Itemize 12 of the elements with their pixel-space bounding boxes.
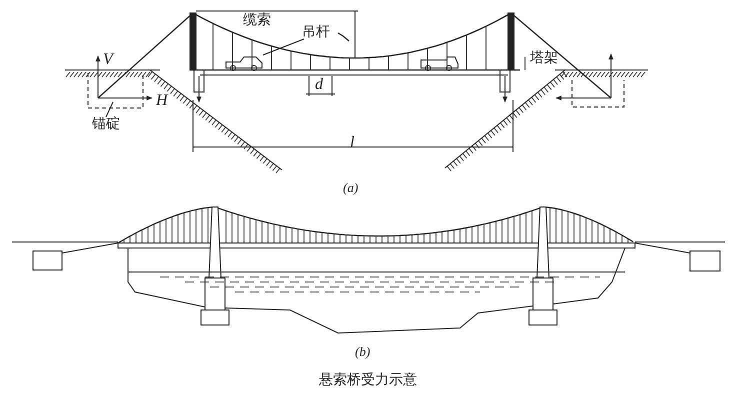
figure-label: (a) xyxy=(343,181,358,194)
part-label: 吊杆 xyxy=(302,25,330,39)
part-label: 锚碇 xyxy=(92,117,120,131)
leader-line xyxy=(262,38,304,56)
force-label: V xyxy=(103,52,113,68)
dimension-label: d xyxy=(315,77,323,93)
leader-line xyxy=(106,102,114,118)
part-label: 塔架 xyxy=(530,51,558,65)
part-label: 缆索 xyxy=(243,13,271,27)
caption: 悬索桥受力示意 xyxy=(319,373,417,387)
force-label: H xyxy=(156,93,168,109)
figure-label: (b) xyxy=(355,345,370,358)
